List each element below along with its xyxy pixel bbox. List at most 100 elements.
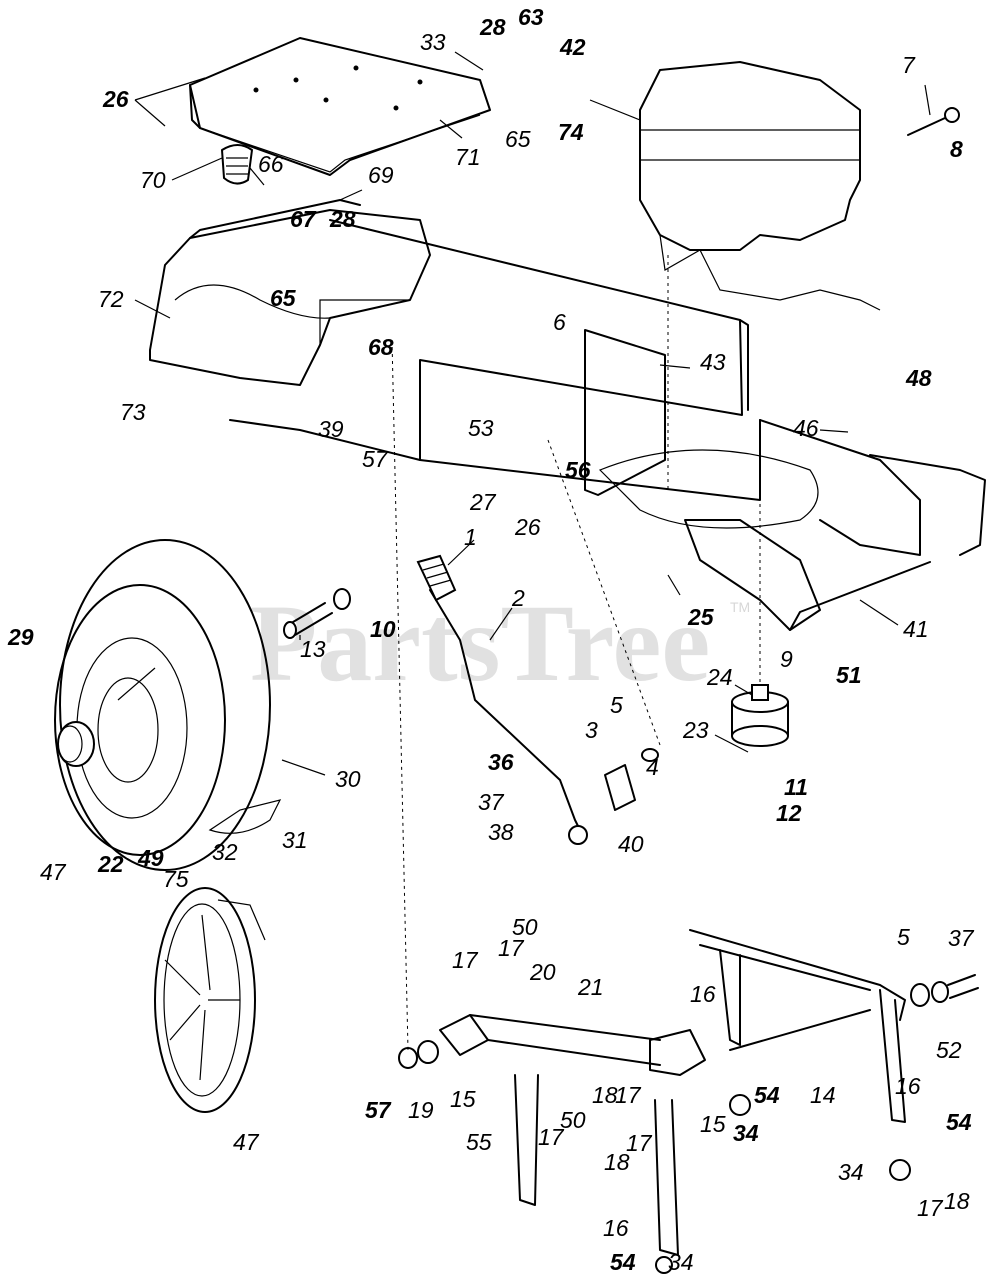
callout-15: 15 [450,1086,476,1112]
callout-65: 65 [505,126,531,152]
callout-17: 17 [538,1124,565,1150]
callout-17: 17 [615,1082,642,1108]
callout-26: 26 [102,86,129,112]
callout-3: 3 [585,717,598,743]
callout-54: 54 [610,1249,636,1275]
callout-50: 50 [512,914,538,940]
callout-23: 23 [682,717,709,743]
callout-67: 67 [290,206,317,232]
callout-29: 29 [7,624,34,650]
callout-75: 75 [163,866,189,892]
callout-12: 12 [776,800,802,826]
callout-14: 14 [810,1082,836,1108]
callout-18: 18 [604,1149,630,1175]
callout-25: 25 [687,604,715,630]
callout-47: 47 [233,1129,260,1155]
callout-20: 20 [529,959,556,985]
shift-bracket [604,748,659,811]
callout-5: 5 [897,924,910,950]
seat-pan [189,37,491,176]
leader-lines [117,51,931,1051]
callout-57: 57 [362,446,389,472]
callout-54: 54 [754,1082,780,1108]
callout-47: 47 [40,859,67,885]
callout-57: 57 [365,1097,392,1123]
shift-lever [416,554,588,845]
callout-49: 49 [137,845,164,871]
callout-26: 26 [514,514,541,540]
callout-36: 36 [488,749,514,775]
callout-72: 72 [98,286,124,312]
callout-18: 18 [944,1188,970,1214]
callout-4: 4 [646,754,659,780]
watermark-trademark: TM [730,599,750,615]
callout-37: 37 [948,925,975,951]
engine-pulley [731,684,789,747]
callout-17: 17 [452,947,479,973]
hubcap [57,721,95,767]
pivot-bar [907,107,960,136]
lift-frame [689,929,979,1181]
callout-54: 54 [946,1109,972,1135]
callout-50: 50 [560,1107,586,1133]
watermark: PartsTree [250,582,710,704]
callout-43: 43 [700,349,726,375]
callout-46: 46 [793,415,819,441]
callout-11: 11 [784,774,808,800]
callout-41: 41 [903,616,929,642]
callout-74: 74 [558,119,584,145]
callout-30: 30 [335,766,361,792]
callout-71: 71 [455,144,481,170]
callout-18: 18 [592,1082,618,1108]
callout-7: 7 [902,52,916,78]
callout-37: 37 [478,789,505,815]
callout-16: 16 [895,1073,921,1099]
callout-31: 31 [282,827,308,853]
callout-63: 63 [518,4,544,30]
callout-52: 52 [936,1037,962,1063]
rear-wheel [54,539,282,871]
callout-22: 22 [97,851,124,877]
callout-48: 48 [905,365,932,391]
callout-53: 53 [468,415,494,441]
callout-6: 6 [553,309,566,335]
callout-27: 27 [469,489,497,515]
callout-73: 73 [120,399,146,425]
callout-55: 55 [466,1129,492,1155]
callout-28: 28 [329,206,356,232]
callout-10: 10 [370,616,396,642]
callout-8: 8 [950,136,963,162]
callout-16: 16 [603,1215,629,1241]
callout-34: 34 [838,1159,864,1185]
callout-15: 15 [700,1111,726,1137]
callout-24: 24 [706,664,733,690]
engine [589,61,881,311]
callout-5: 5 [610,692,623,718]
callout-34: 34 [668,1249,694,1275]
lift-linkage [398,1014,706,1274]
spacer [283,588,351,639]
callout-39: 39 [318,416,344,442]
callout-34: 34 [733,1120,759,1146]
wheel-cover [154,887,266,1113]
callout-32: 32 [212,839,238,865]
callout-17: 17 [626,1130,653,1156]
callout-70: 70 [140,167,166,193]
callout-9: 9 [780,646,793,672]
callout-17: 17 [917,1195,944,1221]
rear-fender [149,199,431,386]
callout-17: 17 [498,935,525,961]
callout-51: 51 [836,662,862,688]
callout-69: 69 [368,162,394,188]
callout-2: 2 [511,585,525,611]
callout-65: 65 [270,285,297,311]
callout-42: 42 [559,34,586,60]
callout-38: 38 [488,819,514,845]
callout-1: 1 [464,524,477,550]
callout-33: 33 [420,29,446,55]
callout-66: 66 [258,151,284,177]
callout-56: 56 [565,457,591,483]
